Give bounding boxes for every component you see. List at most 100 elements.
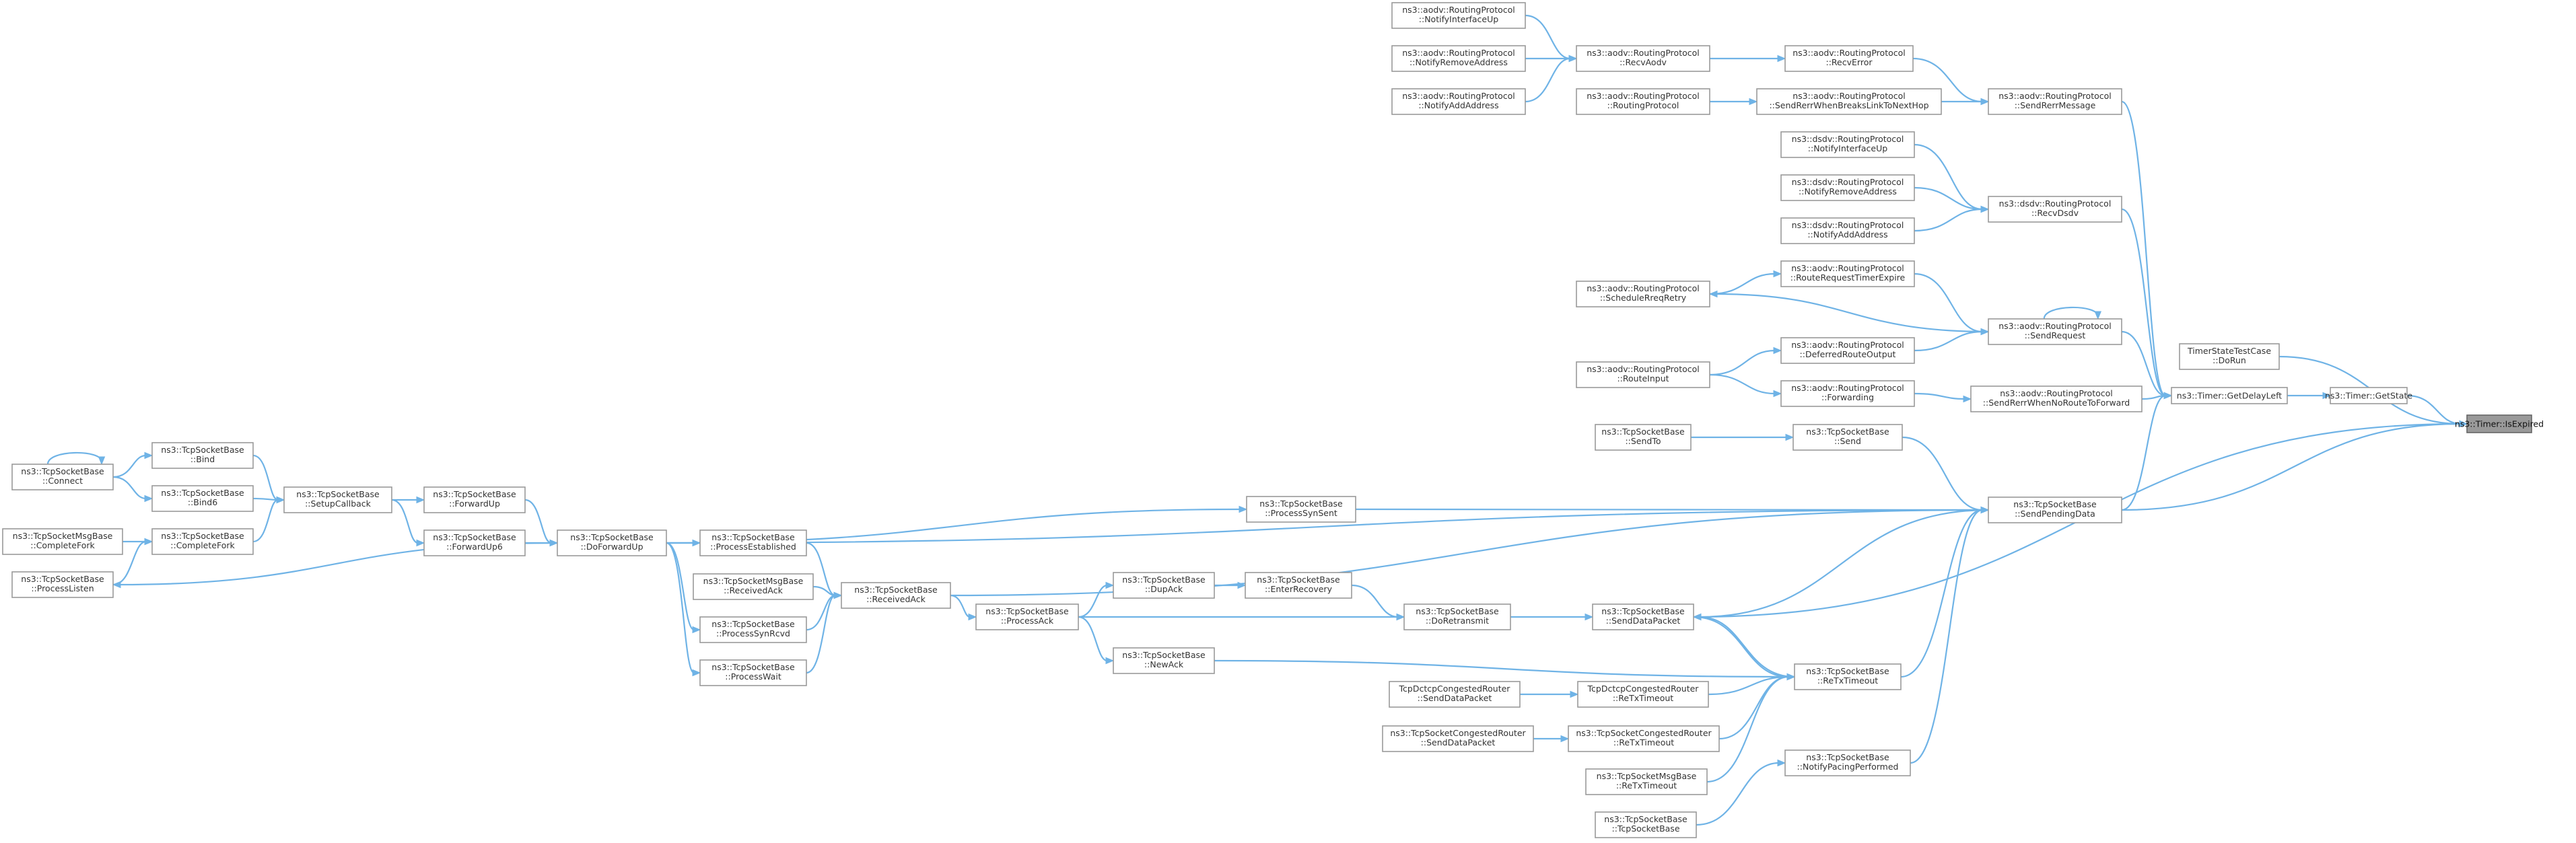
node-label: ::RecvError: [1826, 57, 1873, 67]
node-box: [693, 573, 814, 600]
node-label: ::DoForwardUp: [580, 542, 643, 552]
node-label: ns3::TcpSocketBase: [433, 489, 516, 499]
graph-node-tcp-synsent[interactable]: ns3::TcpSocketBase::ProcessSynSent: [1246, 496, 1356, 523]
graph-node-tcp-sendto[interactable]: ns3::TcpSocketBase::SendTo: [1595, 424, 1692, 451]
graph-node-aodv-routeinput[interactable]: ns3::aodv::RoutingProtocol::RouteInput: [1576, 361, 1710, 388]
node-label: ::CompleteFork: [170, 540, 235, 550]
node-label: ns3::TcpSocketBase: [1604, 814, 1687, 824]
node-label: ::RecvDsdv: [2031, 208, 2079, 218]
graph-node-tcp-retx[interactable]: ns3::TcpSocketBase::ReTxTimeout: [1794, 663, 1902, 690]
node-label: ::NotifyRemoveAddress: [1409, 57, 1508, 67]
graph-node-tcp-send[interactable]: ns3::TcpSocketBase::Send: [1792, 424, 1903, 451]
graph-node-tsdr[interactable]: TimerStateTestCase::DoRun: [2179, 343, 2280, 370]
graph-node-tcp-proclisten[interactable]: ns3::TcpSocketBase::ProcessListen: [11, 571, 114, 598]
node-label: ::DoRun: [2213, 355, 2246, 365]
call-edge: [1510, 613, 1594, 621]
node-box: [1756, 88, 1942, 115]
node-label: ns3::TcpSocketBase: [570, 532, 654, 542]
graph-node-aodv-rmaddr[interactable]: ns3::aodv::RoutingProtocol::NotifyRemove…: [1391, 45, 1526, 72]
graph-node-tcp-ctor[interactable]: ns3::TcpSocketBase::TcpSocketBase: [1595, 811, 1697, 838]
graph-node-tcp-compfork[interactable]: ns3::TcpSocketBase::CompleteFork: [151, 528, 254, 555]
graph-node-aodv-forwarding[interactable]: ns3::aodv::RoutingProtocol::Forwarding: [1780, 380, 1915, 407]
node-box: [1391, 2, 1526, 29]
graph-node-aodv-sendrerr[interactable]: ns3::aodv::RoutingProtocol::SendRerrMess…: [1988, 88, 2122, 115]
graph-node-tcp-dupack[interactable]: ns3::TcpSocketBase::DupAck: [1113, 572, 1215, 599]
graph-node-dsdv-recv[interactable]: ns3::dsdv::RoutingProtocol::RecvDsdv: [1988, 196, 2122, 223]
graph-node-dsdv-ifup[interactable]: ns3::dsdv::RoutingProtocol::NotifyInterf…: [1780, 131, 1915, 158]
graph-node-tcp-fwdup[interactable]: ns3::TcpSocketBase::ForwardUp: [423, 486, 526, 513]
node-label: ::RouteRequestTimerExpire: [1790, 272, 1906, 283]
node-label: ::ScheduleRreqRetry: [1600, 293, 1687, 303]
graph-node-tcp-doretx[interactable]: ns3::TcpSocketBase::DoRetransmit: [1403, 603, 1511, 630]
graph-node-getstate[interactable]: ns3::Timer::GetState: [2325, 387, 2412, 404]
graph-node-cong-sdp[interactable]: ns3::TcpSocketCongestedRouter::SendDataP…: [1382, 725, 1534, 752]
node-label: ns3::aodv::RoutingProtocol: [1792, 48, 1906, 58]
graph-node-tcp-spd[interactable]: ns3::TcpSocketBase::SendPendingData: [1988, 497, 2122, 523]
graph-node-dctcp-sdp[interactable]: TcpDctcpCongestedRouter::SendDataPacket: [1389, 681, 1521, 708]
graph-node-tcp-sdp[interactable]: ns3::TcpSocketBase::SendDataPacket: [1592, 603, 1694, 630]
node-label: ::NewAck: [1144, 659, 1184, 669]
call-edge: [391, 499, 425, 547]
node-label: ns3::aodv::RoutingProtocol: [1587, 364, 1700, 374]
graph-node-dsdv-addaddr[interactable]: ns3::dsdv::RoutingProtocol::NotifyAddAdd…: [1780, 217, 1915, 244]
call-edge: [2121, 208, 2173, 400]
graph-node-aodv-ifup[interactable]: ns3::aodv::RoutingProtocol::NotifyInterf…: [1391, 2, 1526, 29]
graph-node-aodv-sendreq[interactable]: ns3::aodv::RoutingProtocol::SendRequest: [1988, 318, 2122, 345]
graph-node-aodv-recverror[interactable]: ns3::aodv::RoutingProtocol::RecvError: [1784, 45, 1914, 72]
node-label: ::CompleteFork: [30, 540, 95, 550]
node-label: ::ReceivedAck: [866, 594, 926, 604]
graph-node-tcp-dofwd[interactable]: ns3::TcpSocketBase::DoForwardUp: [557, 529, 667, 556]
graph-node-msg-recvack[interactable]: ns3::TcpSocketMsgBase::ReceivedAck: [693, 573, 814, 600]
node-box: [1780, 217, 1915, 244]
graph-node-getdelay[interactable]: ns3::Timer::GetDelayLeft: [2171, 387, 2288, 404]
node-label: ::DeferredRouteOutput: [1800, 349, 1896, 359]
node-label: ns3::TcpSocketMsgBase: [703, 576, 804, 586]
node-label: ns3::TcpSocketBase: [21, 574, 104, 584]
graph-node-aodv-rerrnoroute[interactable]: ns3::aodv::RoutingProtocol::SendRerrWhen…: [1970, 386, 2143, 412]
graph-node-aodv-addaddr[interactable]: ns3::aodv::RoutingProtocol::NotifyAddAdd…: [1391, 88, 1526, 115]
call-edge: [1696, 759, 1786, 826]
graph-node-root[interactable]: ns3::Timer::IsExpired: [2455, 414, 2544, 433]
graph-node-aodv-schedretry[interactable]: ns3::aodv::RoutingProtocol::ScheduleRreq…: [1576, 281, 1710, 307]
graph-node-tcp-fwdup6[interactable]: ns3::TcpSocketBase::ForwardUp6: [423, 529, 526, 556]
graph-node-tcp-synrcvd[interactable]: ns3::TcpSocketBase::ProcessSynRcvd: [699, 616, 807, 643]
graph-node-aodv-rreqexp[interactable]: ns3::aodv::RoutingProtocol::RouteRequest…: [1780, 260, 1915, 287]
graph-node-tcp-setupcb[interactable]: ns3::TcpSocketBase::SetupCallback: [283, 486, 392, 513]
node-label: ns3::TcpSocketBase: [1122, 575, 1206, 585]
graph-node-aodv-rerrbreaks[interactable]: ns3::aodv::RoutingProtocol::SendRerrWhen…: [1756, 88, 1942, 115]
node-label: ::Send: [1834, 436, 1861, 446]
graph-node-tcp-bind[interactable]: ns3::TcpSocketBase::Bind: [151, 442, 254, 469]
graph-node-tcp-procwait[interactable]: ns3::TcpSocketBase::ProcessWait: [699, 659, 807, 686]
graph-node-tcp-procack[interactable]: ns3::TcpSocketBase::ProcessAck: [975, 603, 1079, 630]
graph-node-tcp-bind6[interactable]: ns3::TcpSocketBase::Bind6: [151, 485, 254, 512]
call-edge: [666, 542, 701, 677]
graph-node-aodv-recvaodv[interactable]: ns3::aodv::RoutingProtocol::RecvAodv: [1576, 45, 1710, 72]
graph-node-msg-retx[interactable]: ns3::TcpSocketMsgBase::ReTxTimeout: [1585, 768, 1708, 795]
node-label: ::TcpSocketBase: [1611, 823, 1679, 834]
graph-node-aodv-rpctor[interactable]: ns3::aodv::RoutingProtocol::RoutingProto…: [1576, 88, 1710, 115]
graph-node-aodv-deferred[interactable]: ns3::aodv::RoutingProtocol::DeferredRout…: [1780, 337, 1915, 364]
node-box: [1382, 725, 1534, 752]
graph-node-dctcp-retx[interactable]: TcpDctcpCongestedRouter::ReTxTimeout: [1577, 681, 1709, 708]
node-label: ns3::TcpSocketBase: [161, 488, 244, 498]
graph-node-dsdv-rmaddr[interactable]: ns3::dsdv::RoutingProtocol::NotifyRemove…: [1780, 174, 1915, 201]
graph-node-tcp-pacing[interactable]: ns3::TcpSocketBase::NotifyPacingPerforme…: [1784, 749, 1911, 776]
node-label: ns3::TcpSocketBase: [711, 619, 795, 629]
node-label: ::Forwarding: [1821, 392, 1874, 402]
graph-node-tcp-connect[interactable]: ns3::TcpSocketBase::Connect: [11, 464, 114, 490]
graph-node-tcp-newack[interactable]: ns3::TcpSocketBase::NewAck: [1113, 647, 1215, 674]
node-box: [1970, 386, 2143, 412]
node-label: ::SendTo: [1625, 436, 1661, 446]
node-label: ns3::TcpSocketBase: [1806, 752, 1889, 762]
node-label: ns3::TcpSocketBase: [1806, 666, 1889, 676]
graph-node-tcp-recvack[interactable]: ns3::TcpSocketBase::ReceivedAck: [841, 582, 951, 609]
node-box: [151, 442, 254, 469]
node-label: ns3::TcpSocketBase: [296, 489, 380, 499]
node-label: ::ForwardUp6: [446, 542, 503, 552]
node-box: [975, 603, 1079, 630]
node-box: [1792, 424, 1903, 451]
graph-node-tcp-enterrec[interactable]: ns3::TcpSocketBase::EnterRecovery: [1245, 572, 1352, 599]
graph-node-msg-compfork[interactable]: ns3::TcpSocketMsgBase::CompleteFork: [2, 528, 123, 555]
graph-node-tcp-procest[interactable]: ns3::TcpSocketBase::ProcessEstablished: [699, 529, 807, 556]
graph-node-cong-retx[interactable]: ns3::TcpSocketCongestedRouter::ReTxTimeo…: [1568, 725, 1720, 752]
